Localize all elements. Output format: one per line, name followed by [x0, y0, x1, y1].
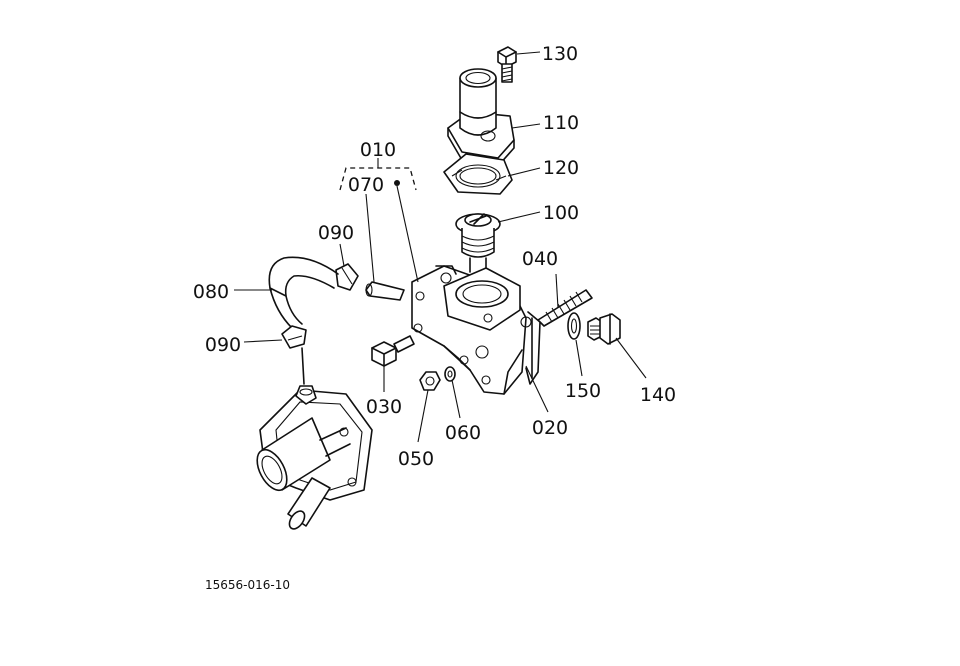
leader-130: [516, 51, 541, 55]
leader-140: [615, 337, 647, 379]
part-010-bracket: [339, 158, 419, 283]
label-040: 040: [522, 248, 558, 270]
leader-090-upper: [339, 243, 345, 267]
part-070-pipe: [365, 281, 405, 301]
leader-040: [555, 273, 559, 309]
leader-110: [511, 123, 541, 129]
label-050: 050: [398, 448, 434, 470]
part-100-thermostat: [455, 213, 501, 273]
leader-050: [417, 389, 429, 443]
leader-020: [525, 365, 549, 413]
label-150: 150: [565, 380, 601, 402]
label-140: 140: [640, 384, 676, 406]
label-110: 110: [543, 112, 579, 134]
part-130-bolt: [497, 46, 517, 83]
label-130: 130: [542, 43, 578, 65]
label-090-upper: 090: [318, 222, 354, 244]
part-060-washer: [444, 366, 456, 382]
label-100: 100: [543, 202, 579, 224]
label-020: 020: [532, 417, 568, 439]
part-040-stud-bolt: [537, 289, 593, 327]
label-120: 120: [543, 157, 579, 179]
part-050-nut: [419, 371, 441, 391]
part-090-clamp-upper: [335, 263, 359, 291]
drawing-number: 15656-016-10: [205, 578, 290, 592]
label-090-lower: 090: [205, 334, 241, 356]
part-020-thermostat-housing: [411, 265, 541, 395]
part-090-clamp-lower: [281, 325, 307, 349]
part-080-hose: [268, 256, 339, 329]
part-150-washer: [567, 312, 581, 340]
leader-120: [507, 167, 541, 177]
label-070: 070: [348, 174, 384, 196]
leader-060: [451, 379, 461, 419]
label-060: 060: [445, 422, 481, 444]
water-pump-reference: [256, 347, 373, 530]
label-030: 030: [366, 396, 402, 418]
part-120-gasket: [443, 153, 513, 195]
part-140-plug-bolt: [587, 313, 621, 345]
label-080: 080: [193, 281, 229, 303]
leader-150: [575, 339, 583, 377]
leader-070: [365, 193, 375, 283]
leader-090-lower: [243, 339, 283, 343]
dot-marker: [394, 180, 400, 186]
leader-100: [497, 211, 541, 223]
label-010: 010: [360, 139, 396, 161]
part-030-bolt: [371, 335, 415, 367]
part-110-water-flange: [447, 68, 515, 167]
